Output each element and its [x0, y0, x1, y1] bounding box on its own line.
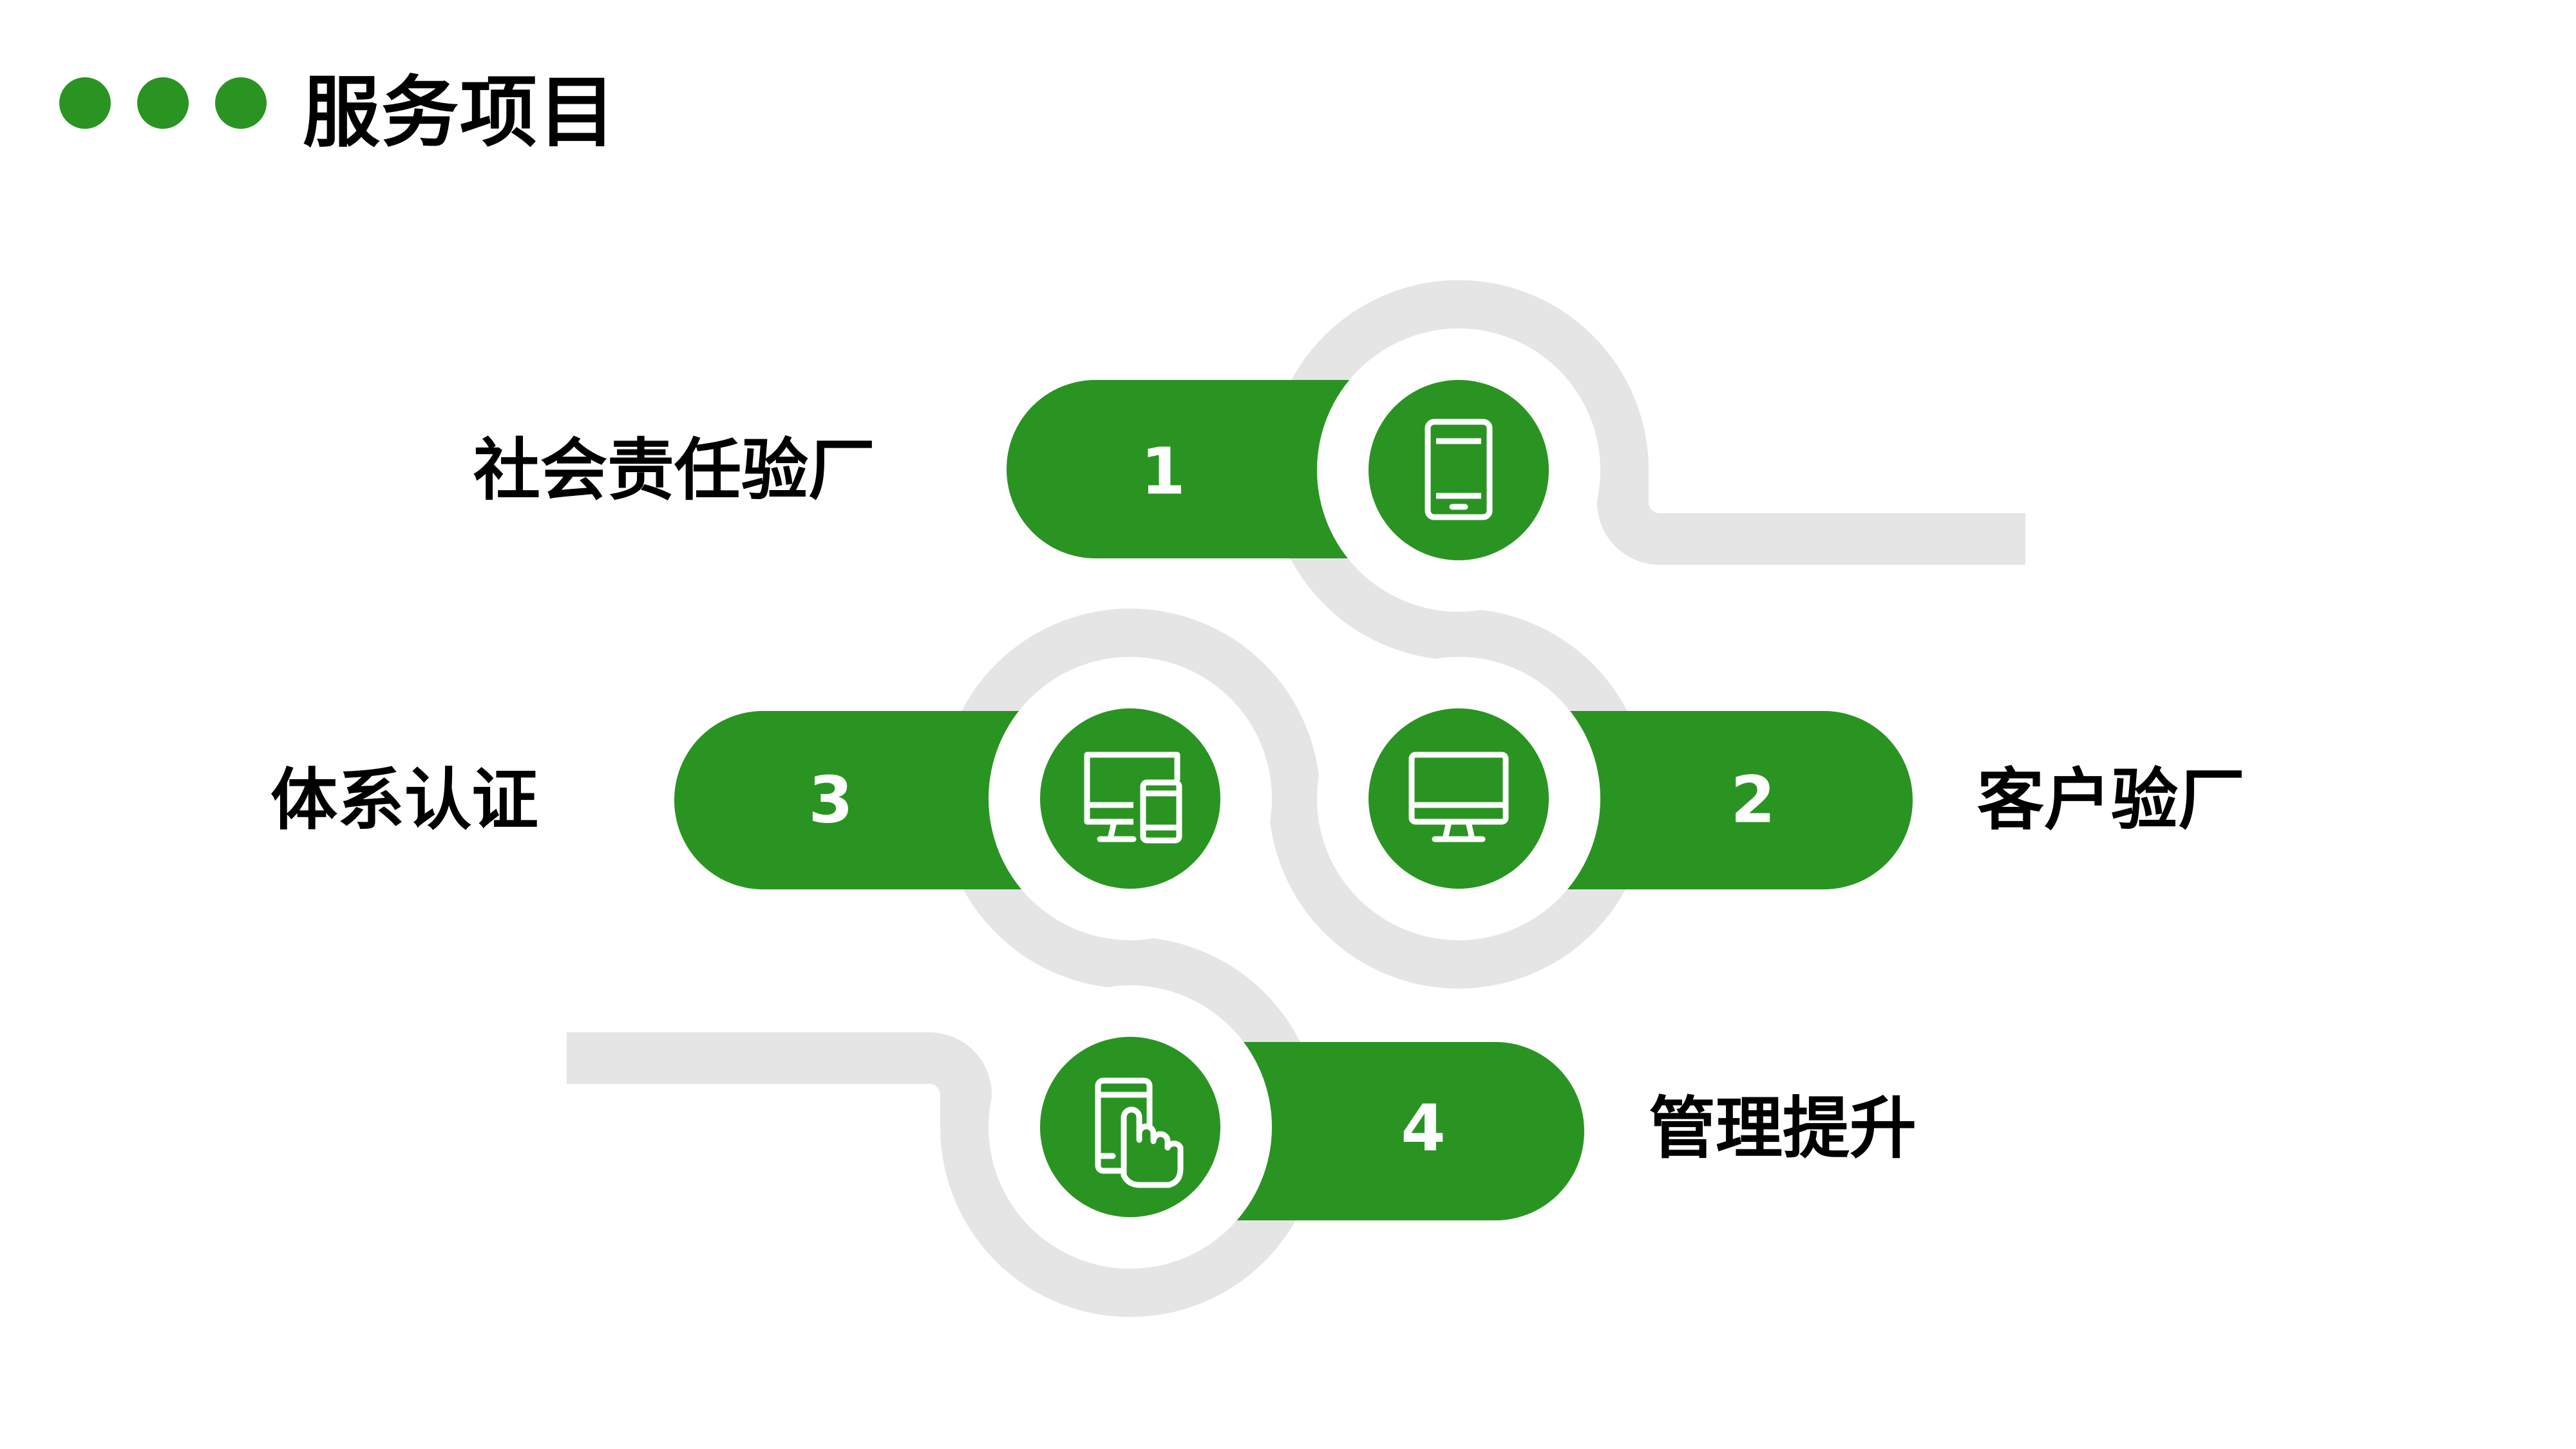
circle-1 [1368, 380, 1549, 560]
header-dot-2 [137, 77, 189, 129]
step-label-1: 社会责任验厂 [473, 431, 876, 509]
step-numbers: 1 2 3 4 [808, 434, 1776, 1166]
touch-phone-icon [1095, 1077, 1184, 1188]
track-middle-loop [940, 609, 1649, 989]
track-bottom-arc [567, 1032, 1320, 1317]
track-top-arc [1269, 280, 2025, 565]
step-number-2: 2 [1730, 762, 1776, 838]
step-number-3: 3 [808, 762, 853, 838]
circle-3 [1040, 708, 1220, 889]
devices-icon [1084, 752, 1182, 844]
icon-circles [989, 328, 1600, 1269]
circle-2 [1368, 708, 1549, 889]
step-label-4: 管理提升 [1649, 1089, 1917, 1168]
step-label-3: 体系认证 [270, 761, 539, 839]
step-number-4: 4 [1401, 1091, 1446, 1166]
step-label-2: 客户验厂 [1977, 761, 2246, 839]
tablet-icon [1425, 419, 1493, 520]
header-dot-1 [59, 77, 111, 129]
monitor-icon [1408, 752, 1509, 842]
step-number-1: 1 [1141, 434, 1186, 509]
page-title: 服务项目 [303, 68, 617, 158]
header-dot-3 [215, 77, 267, 129]
